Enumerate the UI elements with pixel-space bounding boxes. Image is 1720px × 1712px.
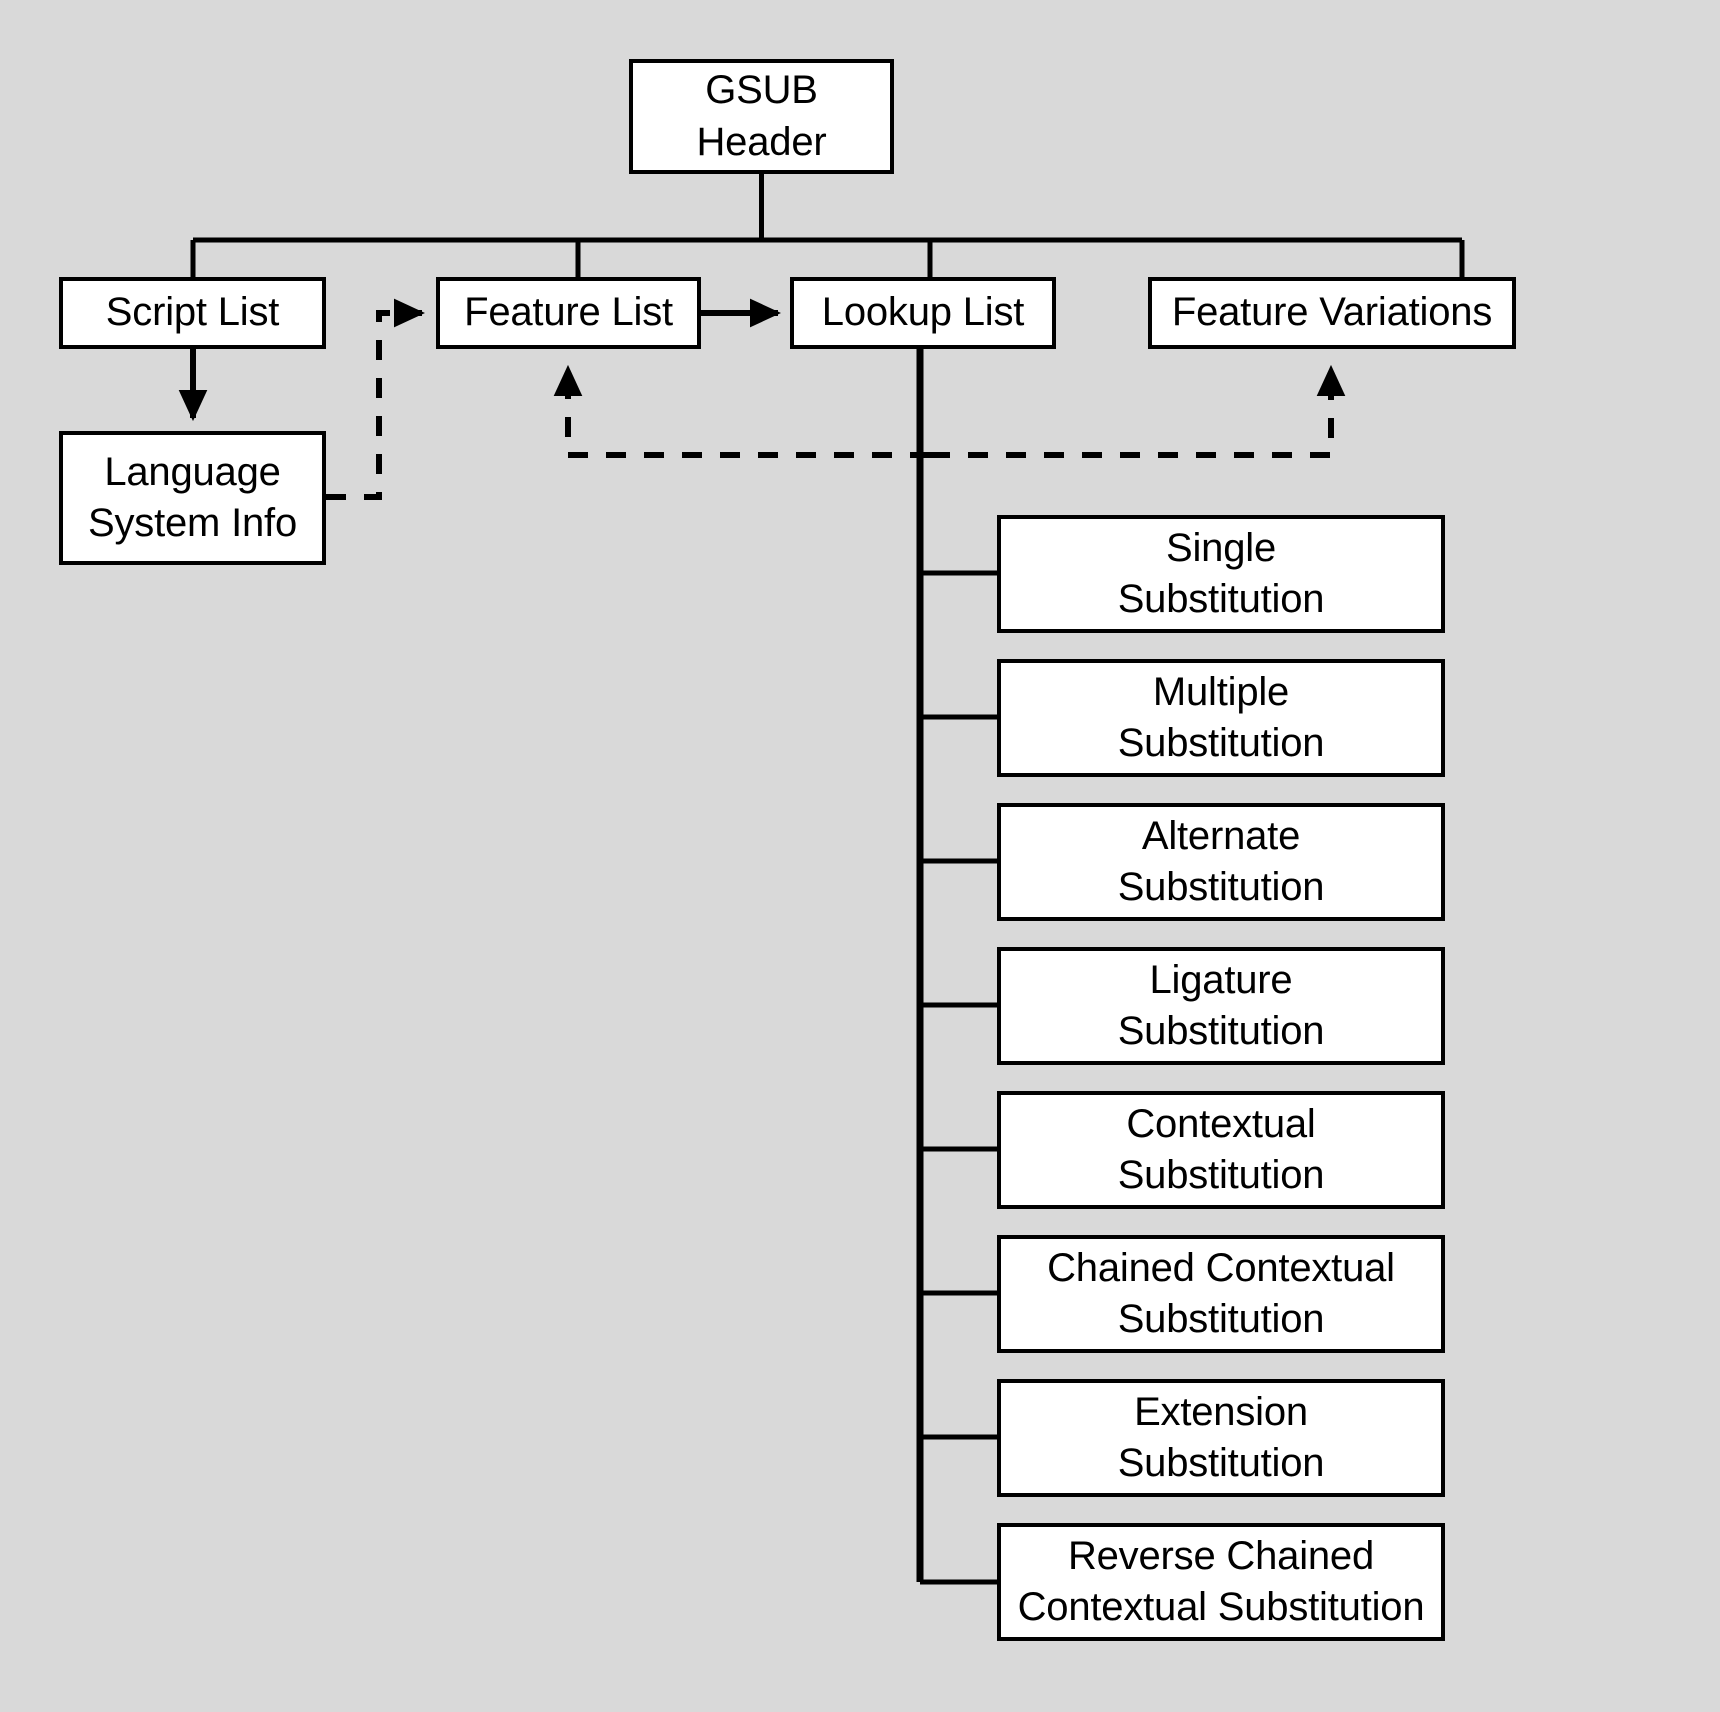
lookup-subtable-line-2: Substitution bbox=[1117, 577, 1325, 621]
gsub-header-line-1: GSUB bbox=[705, 68, 818, 113]
wire-lookup-list-to-feature-list bbox=[553, 364, 930, 458]
lookup-subtable-line-1: Single bbox=[1166, 525, 1276, 570]
lookup-subtable-line-2: Contextual Substitution bbox=[1017, 1585, 1425, 1629]
node-feature-list[interactable]: Feature List bbox=[436, 277, 701, 349]
lookup-list-label: Lookup List bbox=[821, 290, 1025, 335]
lookup-subtable-line-2: Substitution bbox=[1117, 1297, 1325, 1341]
lookup-subtable-line-1: Alternate bbox=[1141, 813, 1301, 858]
language-system-info-line-1: Language bbox=[104, 449, 281, 494]
node-language-system-info[interactable]: Language System Info bbox=[59, 431, 326, 565]
lookup-subtable-line-1: Ligature bbox=[1149, 957, 1293, 1002]
lookup-subtable-line-1: Extension bbox=[1134, 1389, 1308, 1434]
language-system-info-line-2: System Info bbox=[88, 501, 297, 545]
lookup-subtable-line-2: Substitution bbox=[1117, 1441, 1325, 1485]
gsub-header-line-2: Header bbox=[696, 119, 827, 164]
script-list-label: Script List bbox=[105, 290, 280, 335]
lookup-subtable-line-2: Substitution bbox=[1117, 1153, 1325, 1197]
lookup-subtable-line-2: Substitution bbox=[1117, 865, 1325, 909]
wire-language-system-info-to-feature-list bbox=[326, 298, 426, 500]
feature-variations-label: Feature Variations bbox=[1171, 290, 1493, 335]
lookup-subtable-line-1: Multiple bbox=[1152, 669, 1290, 714]
lookup-subtable-line-1: Reverse Chained bbox=[1067, 1533, 1375, 1578]
node-feature-variations[interactable]: Feature Variations bbox=[1148, 277, 1516, 349]
lookup-subtable-line-1: Chained Contextual bbox=[1047, 1245, 1395, 1290]
lookup-subtable-line-2: Substitution bbox=[1117, 721, 1325, 765]
wire-lookup-list-to-feature-variations bbox=[930, 364, 1346, 458]
node-gsub-header[interactable]: GSUB Header bbox=[629, 59, 894, 174]
feature-list-label: Feature List bbox=[464, 290, 673, 335]
wire-subtable-stubs bbox=[920, 570, 999, 1585]
node-script-list[interactable]: Script List bbox=[59, 277, 326, 349]
node-lookup-list[interactable]: Lookup List bbox=[790, 277, 1056, 349]
lookup-subtable-line-2: Substitution bbox=[1117, 1009, 1325, 1053]
lookup-subtable-line-1: Contextual bbox=[1126, 1101, 1316, 1146]
